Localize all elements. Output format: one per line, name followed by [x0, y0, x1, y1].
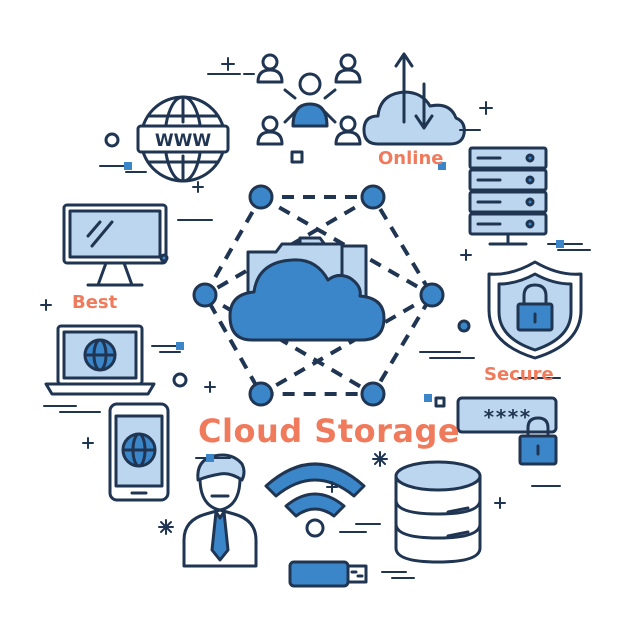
cloud-sync-icon [362, 52, 466, 146]
plus-icon [40, 57, 506, 509]
cloud-folder-icon [228, 236, 386, 342]
usb-drive-icon [288, 560, 368, 588]
security-shield-icon [487, 260, 583, 360]
laptop-globe-icon [44, 324, 156, 396]
password-mask-text: **** [483, 405, 531, 429]
wifi-signal-icon [264, 462, 366, 538]
small-circle-icon [104, 132, 471, 388]
small-square-icon [290, 150, 446, 408]
team-network-icon [256, 53, 362, 146]
businessman-avatar-icon [182, 453, 258, 568]
desktop-monitor-icon [62, 203, 168, 287]
best-label: Best [72, 292, 118, 313]
secure-label: Secure [484, 364, 554, 385]
database-icon [394, 460, 482, 564]
smartphone-globe-icon [108, 402, 170, 502]
password-field-icon: **** [456, 396, 558, 466]
network-node-icon [192, 184, 445, 407]
server-rack-icon [468, 146, 548, 246]
accent-blue-marks [124, 162, 564, 462]
sparkle-icon [158, 451, 388, 535]
cloud-storage-title: Cloud Storage [198, 412, 461, 450]
www-globe-icon: WWW [136, 95, 230, 183]
decorative-elements [40, 57, 591, 579]
online-label: Online [378, 148, 444, 169]
www-label: WWW [155, 131, 212, 151]
